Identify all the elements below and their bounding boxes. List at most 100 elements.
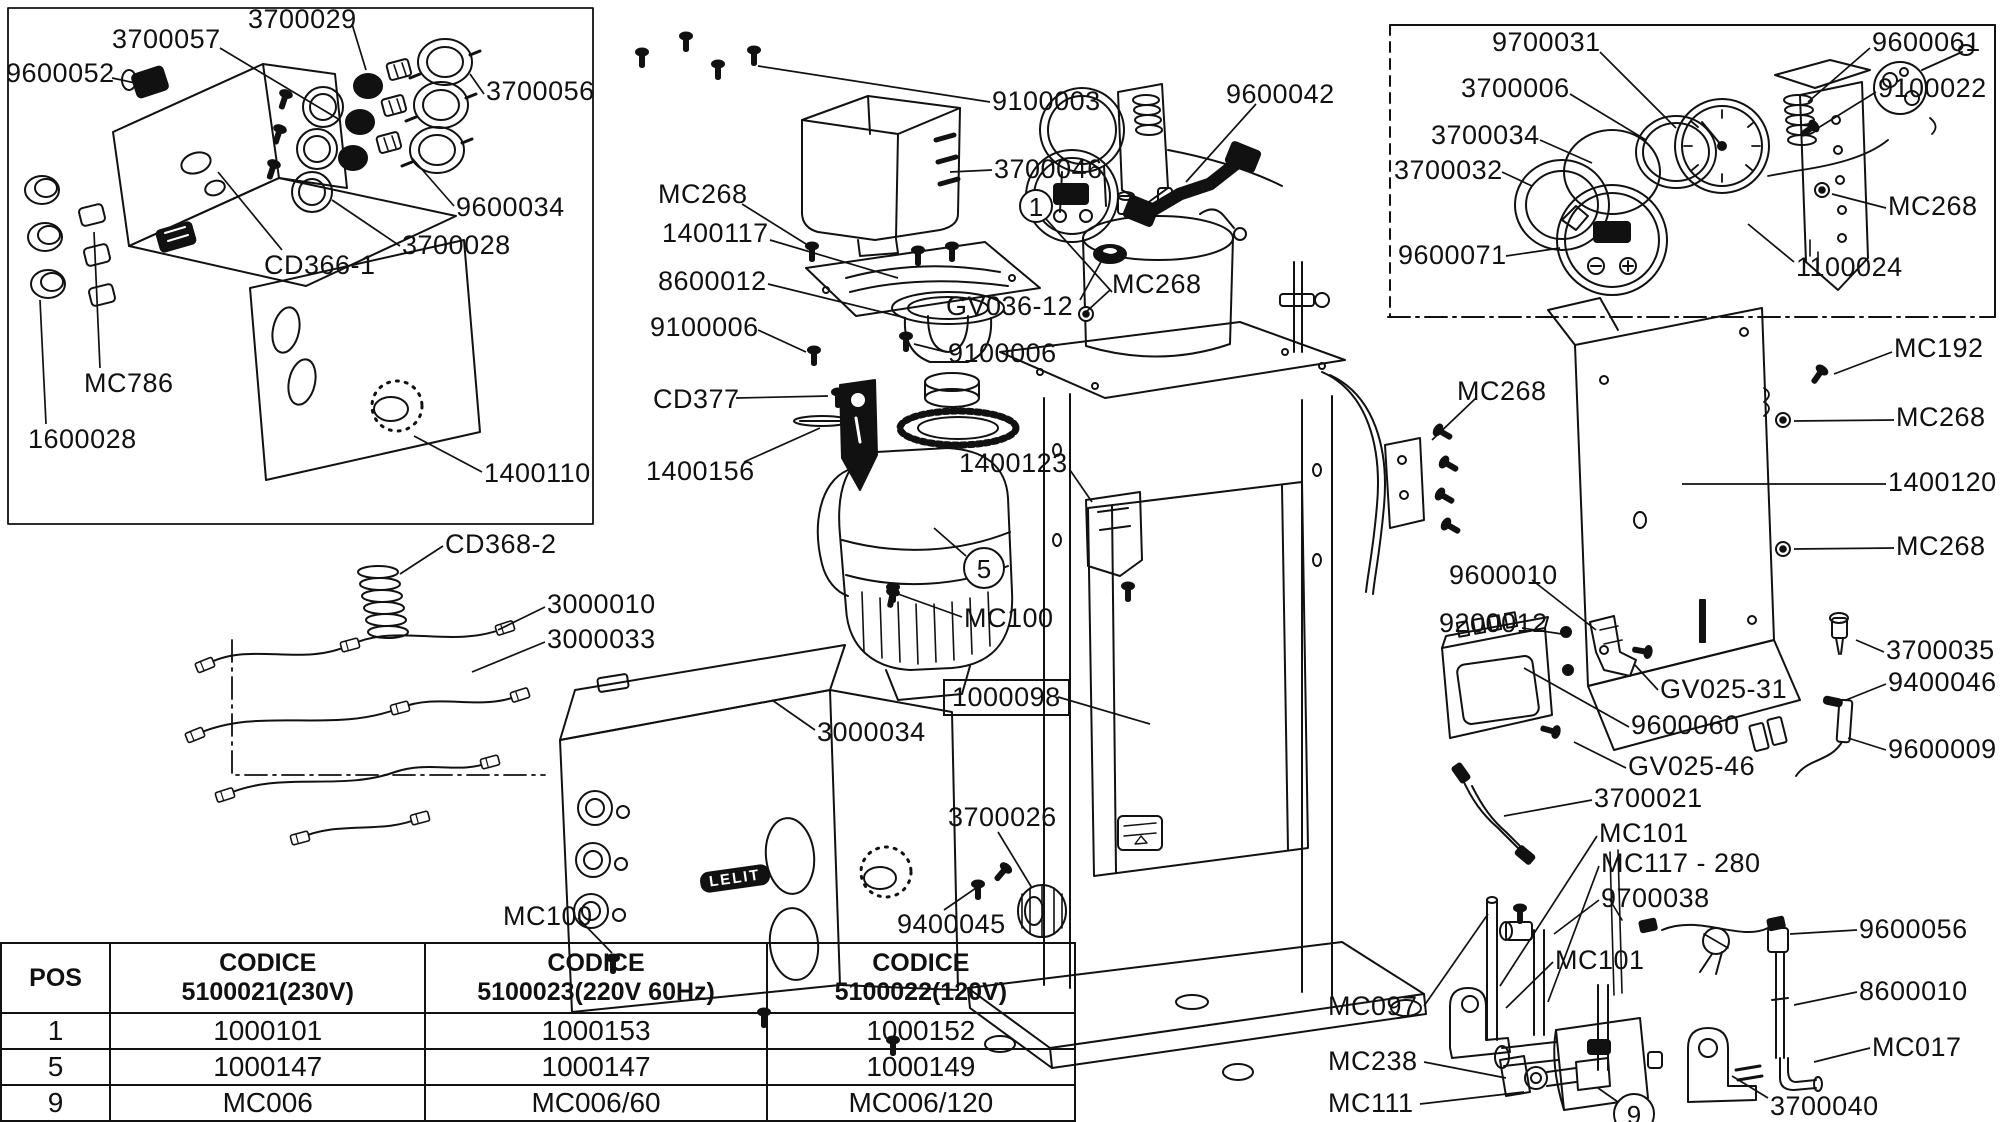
part-label: 3700040 — [1770, 1091, 1879, 1121]
position-marker-circle — [963, 547, 1005, 589]
leader-line — [1747, 223, 1795, 263]
inset-box-chassis — [7, 7, 594, 525]
knob-parts-drawing — [121, 38, 482, 213]
leader-line — [757, 65, 991, 103]
part-label: MC268 — [1112, 269, 1202, 299]
part-label: 9100003 — [992, 86, 1101, 116]
leader-line — [943, 887, 977, 911]
position-marker-circle — [1019, 189, 1053, 223]
part-label: 9600034 — [456, 192, 565, 222]
table-cell: MC006 — [109, 1084, 427, 1122]
part-label: 3700028 — [402, 230, 511, 260]
part-label: 1100024 — [1796, 252, 1903, 282]
part-label: 3700021 — [1594, 783, 1703, 813]
part-label: 9600060 — [1631, 710, 1740, 740]
part-label: MC100 — [964, 603, 1054, 633]
leader-line — [1831, 193, 1887, 209]
leader-line — [1807, 47, 1871, 103]
leader-line — [1057, 696, 1151, 725]
part-label: MC268 — [1896, 402, 1986, 432]
part-label: MC101 — [1555, 945, 1645, 975]
part-label: 3000034 — [817, 717, 926, 747]
part-label: MC111 — [1328, 1088, 1414, 1118]
leader-line — [1045, 218, 1113, 293]
leader-line — [913, 343, 947, 353]
grommets-drawing — [24, 175, 116, 307]
part-label: 3700046 — [994, 154, 1103, 184]
part-label: 9400045 — [897, 909, 1006, 939]
leader-line — [1505, 961, 1554, 1009]
part-label: 9100006 — [948, 338, 1057, 368]
position-marker-number: 1 — [1029, 192, 1043, 222]
part-label: 1400110 — [484, 458, 591, 488]
pump-group-drawing — [1449, 762, 1823, 1111]
leader-line — [1423, 913, 1489, 1007]
part-label: MC100 — [503, 901, 593, 931]
leader-line — [933, 527, 967, 557]
leader-line — [1539, 139, 1593, 164]
part-label: MC268 — [1896, 531, 1986, 561]
table-cell: 5 — [0, 1048, 112, 1086]
rear-panel-drawing — [1384, 297, 1830, 751]
leader-line — [1419, 1091, 1525, 1105]
part-label: 9100006 — [650, 312, 759, 342]
wiring-drawing — [183, 565, 532, 847]
leader-line — [1079, 259, 1103, 301]
part-label: CD366-1 — [264, 250, 376, 280]
leader-line — [1793, 547, 1895, 550]
table-header-cell: POS — [0, 942, 112, 1014]
leader-line — [1547, 865, 1600, 1003]
leader-line — [771, 699, 816, 731]
part-label: 8600010 — [1859, 976, 1968, 1006]
part-label: 9600009 — [1888, 734, 1997, 764]
position-marker-number: 5 — [977, 554, 991, 584]
table-cell: 1000152 — [765, 1012, 1077, 1050]
leader-line — [735, 395, 829, 399]
part-label: CD377 — [653, 384, 740, 414]
leader-line — [1501, 171, 1533, 187]
part-label: MC786 — [84, 368, 174, 398]
part-label: 8600012 — [658, 266, 767, 296]
part-label: 1400117 — [662, 218, 769, 248]
inset-box-gauge — [1387, 24, 1996, 318]
leader-line — [1423, 1061, 1507, 1079]
part-label: 9600056 — [1859, 914, 1968, 944]
part-label: 1600028 — [28, 424, 137, 454]
part-label: 1400156 — [646, 456, 755, 486]
leader-line — [1633, 663, 1659, 691]
leader-line — [1813, 1047, 1871, 1063]
part-label: 9600042 — [1226, 79, 1335, 109]
leader-line — [1085, 289, 1111, 313]
part-label: MC268 — [658, 179, 748, 209]
part-label: 9600052 — [6, 58, 115, 88]
leader-line — [1731, 1075, 1769, 1099]
part-label: 3700026 — [948, 802, 1057, 832]
leader-line — [949, 169, 993, 173]
leader-line — [1531, 579, 1597, 631]
table-cell: 1000101 — [109, 1012, 427, 1050]
leader-line — [1431, 397, 1477, 441]
leader-line — [1847, 737, 1887, 751]
region-boundary — [231, 639, 546, 776]
table-cell: 1000147 — [424, 1048, 768, 1086]
leader-line — [1553, 899, 1600, 935]
part-label: 9600071 — [1398, 240, 1507, 270]
leader-line — [743, 427, 821, 463]
table-cell: 1 — [0, 1012, 112, 1050]
position-marker-circle — [1613, 1093, 1655, 1122]
table-cell: 1000153 — [424, 1012, 768, 1050]
leader-line — [1499, 835, 1598, 987]
leader-line — [331, 199, 401, 247]
leader-line — [897, 593, 963, 618]
leader-line — [1793, 419, 1895, 422]
leader-line — [497, 606, 546, 631]
leader-line — [1817, 91, 1877, 129]
leader-line — [469, 73, 485, 95]
part-label: 9600010 — [1449, 560, 1558, 590]
leader-line — [399, 545, 444, 575]
